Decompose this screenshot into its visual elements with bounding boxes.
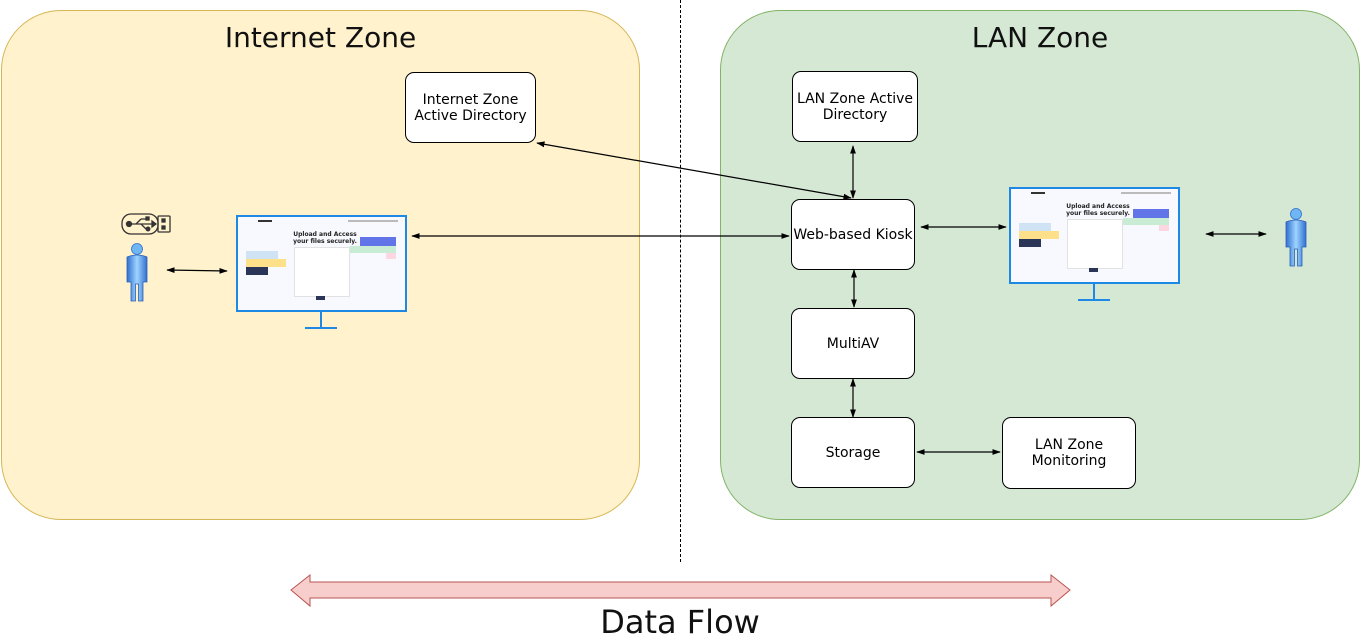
usb-icon bbox=[121, 213, 171, 235]
monitor-screen-headline: Upload and Access your files securely. bbox=[293, 231, 357, 245]
lan-monitor-screen: Upload and Access your files securely. bbox=[1009, 187, 1180, 284]
internet-user-icon bbox=[126, 243, 148, 302]
lan-monitor-icon: Upload and Access your files securely. bbox=[1009, 187, 1180, 302]
lan-zone-monitoring-node[interactable]: LAN Zone Monitoring bbox=[1002, 417, 1136, 489]
lan-zone-active-directory-node[interactable]: LAN Zone Active Directory bbox=[792, 71, 918, 142]
internet-monitor-icon: Upload and Access your files securely. bbox=[236, 215, 407, 330]
multiav-node[interactable]: MultiAV bbox=[791, 308, 915, 379]
monitor-screen-headline: Upload and Access your files securely. bbox=[1066, 203, 1130, 217]
zone-divider bbox=[680, 0, 681, 562]
data-flow-arrow bbox=[290, 573, 1071, 608]
arrow-user-to-internet-monitor bbox=[166, 267, 228, 274]
internet-zone-title: Internet Zone bbox=[224, 21, 417, 54]
arrow-internet-ad-to-kiosk bbox=[536, 141, 852, 200]
internet-zone-active-directory-node[interactable]: Internet Zone Active Directory bbox=[405, 72, 536, 143]
lan-zone-title: LAN Zone bbox=[971, 21, 1109, 54]
data-flow-label: Data Flow bbox=[600, 603, 760, 641]
internet-monitor-screen: Upload and Access your files securely. bbox=[236, 215, 407, 312]
lan-user-icon bbox=[1285, 208, 1307, 267]
storage-node[interactable]: Storage bbox=[791, 417, 915, 488]
